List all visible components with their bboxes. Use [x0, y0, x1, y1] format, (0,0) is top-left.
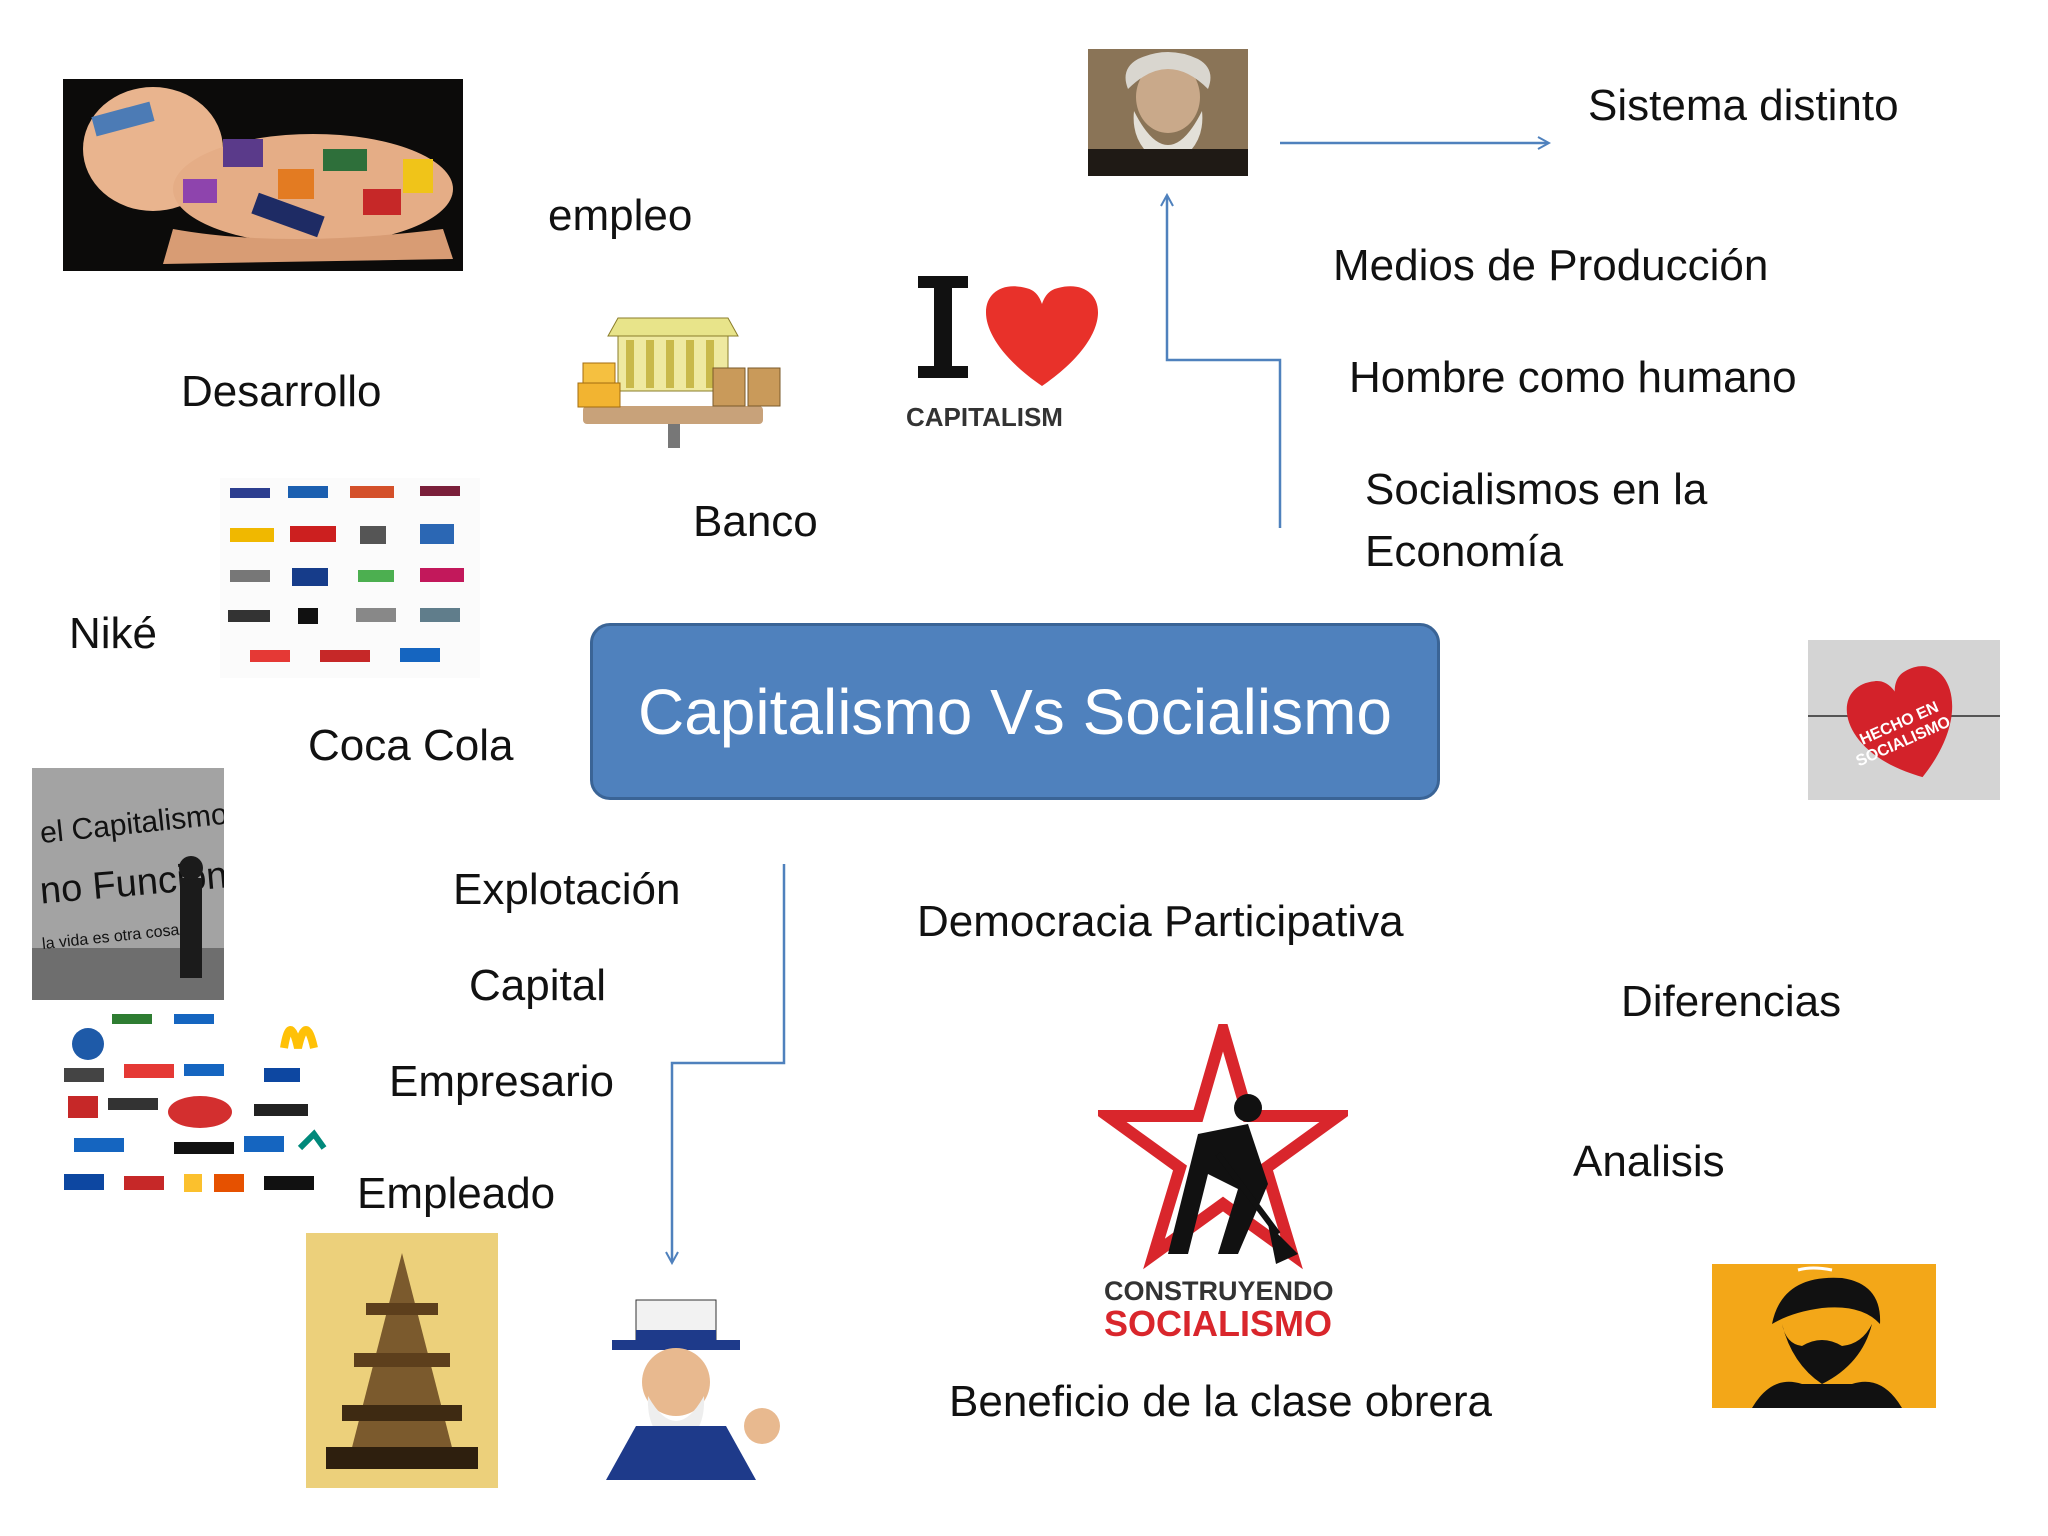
label-beneficio: Beneficio de la clase obrera	[949, 1377, 1492, 1426]
pyramid-poster-image	[306, 1233, 498, 1488]
label-socialismos-line1: Socialismos en la	[1365, 465, 1708, 514]
label-analisis: Analisis	[1573, 1137, 1725, 1186]
bank-gold-image	[563, 288, 803, 478]
arrow-to-marx	[1167, 196, 1282, 528]
label-desarrollo: Desarrollo	[181, 367, 382, 416]
label-capital: Capital	[469, 961, 606, 1010]
uncle-sam-image	[576, 1296, 816, 1480]
marx-portrait-image	[1088, 49, 1248, 176]
arrow-to-uncle-sam	[672, 864, 786, 1262]
label-medios: Medios de Producción	[1333, 241, 1769, 290]
i-love-capitalism-image: CAPITALISM	[900, 270, 1115, 435]
label-democracia: Democracia Participativa	[917, 897, 1404, 946]
label-socialismos-line2: Economía	[1365, 527, 1564, 576]
label-coca-cola: Coca Cola	[308, 721, 514, 770]
graffiti-image: el Capitalismo no Funciona la vida es ot…	[32, 768, 224, 1000]
svg-text:CAPITALISM: CAPITALISM	[906, 402, 1063, 432]
label-sistema-distinto: Sistema distinto	[1588, 81, 1899, 130]
label-banco: Banco	[693, 497, 818, 546]
label-explotacion: Explotación	[453, 865, 681, 914]
star-icon	[1098, 1024, 1348, 1270]
central-topic-box: Capitalismo Vs Socialismo	[590, 623, 1440, 800]
construyendo-socialismo-image: CONSTRUYENDO SOCIALISMO	[1098, 1024, 1348, 1346]
heart-icon	[985, 286, 1099, 386]
label-diferencias: Diferencias	[1621, 977, 1842, 1026]
label-empresario: Empresario	[389, 1057, 614, 1106]
label-empleado: Empleado	[357, 1169, 556, 1218]
branded-baby-image	[63, 79, 463, 271]
label-hombre: Hombre como humano	[1349, 353, 1797, 402]
central-title: Capitalismo Vs Socialismo	[637, 675, 1393, 748]
label-empleo: empleo	[548, 191, 693, 240]
svg-text:CONSTRUYENDO: CONSTRUYENDO	[1104, 1276, 1334, 1306]
svg-text:SOCIALISMO: SOCIALISMO	[1104, 1303, 1332, 1344]
label-nike: Niké	[69, 609, 158, 658]
brand-logos-grid-image	[220, 478, 480, 678]
logos-collage-image	[64, 1008, 336, 1200]
che-guevara-image	[1712, 1264, 1936, 1408]
hecho-en-socialismo-image: HECHO EN SOCIALISMO	[1808, 640, 2000, 800]
heart-icon	[1846, 666, 1953, 778]
